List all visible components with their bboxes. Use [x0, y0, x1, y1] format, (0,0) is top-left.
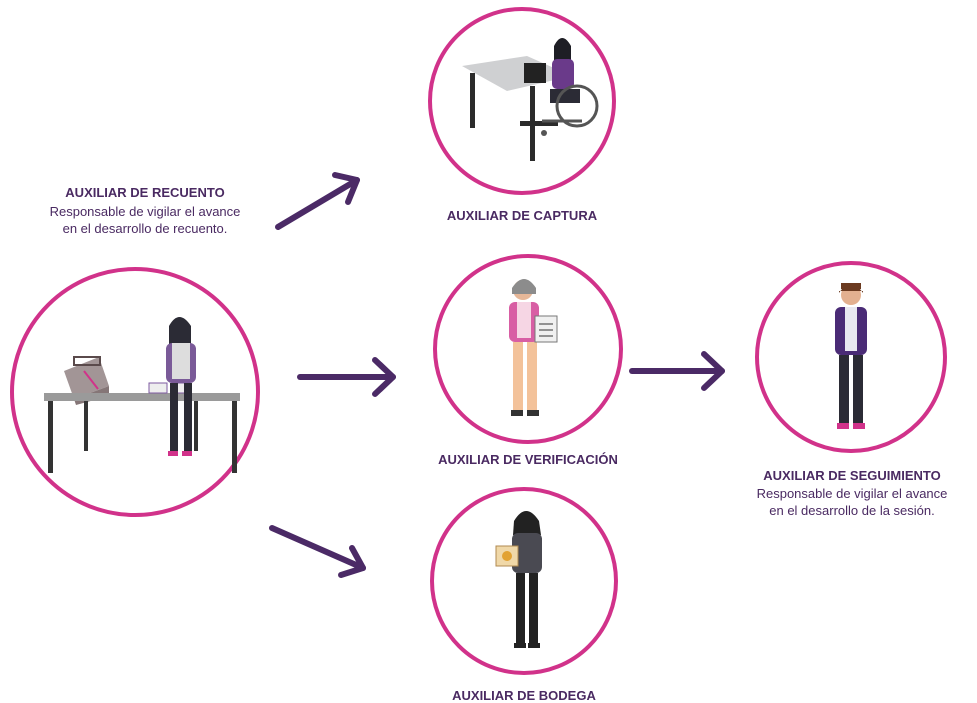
seguimiento-description-line2: en el desarrollo de la sesión.: [769, 503, 935, 518]
document-icon: [534, 315, 558, 343]
recuento-circle: [10, 267, 260, 517]
package-icon: [495, 545, 519, 567]
seguimiento-title: AUXILIAR DE SEGUIMIENTO: [763, 468, 941, 483]
captura-title: AUXILIAR DE CAPTURA: [446, 208, 598, 223]
recuento-title: AUXILIAR DE RECUENTO: [65, 185, 225, 200]
recuento-description-line2: en el desarrollo de recuento.: [62, 221, 228, 236]
recuento-description-line1: Responsable de vigilar el avance: [49, 204, 241, 219]
bodega-circle: [430, 487, 618, 675]
person-icon: [512, 511, 542, 648]
verificacion-title: AUXILIAR DE VERIFICACIÓN: [438, 452, 618, 467]
seguimiento-description-line1: Responsable de vigilar el avance: [756, 486, 948, 501]
wheelchair-icon: [541, 84, 599, 136]
arrow-to-bodega: [269, 525, 366, 578]
arrow-to-captura: [275, 172, 360, 230]
person-holding-package-illustration: [495, 511, 542, 648]
person-icon: [835, 283, 867, 429]
bodega-title: AUXILIAR DE BODEGA: [452, 688, 596, 703]
person-in-wheelchair-at-desk-illustration: [462, 38, 599, 161]
person-icon: [509, 279, 539, 416]
person-at-table-with-ballot-box-illustration: [44, 317, 240, 473]
arrow-to-seguimiento: [629, 351, 725, 391]
standing-person-illustration: [835, 283, 867, 429]
captura-circle: [428, 7, 616, 195]
seguimiento-circle: [755, 261, 947, 453]
arrow-to-verificacion: [297, 357, 396, 397]
verificacion-circle: [433, 254, 623, 444]
person-icon: [166, 317, 196, 456]
person-holding-document-illustration: [509, 279, 558, 416]
person-icon: [550, 38, 580, 103]
